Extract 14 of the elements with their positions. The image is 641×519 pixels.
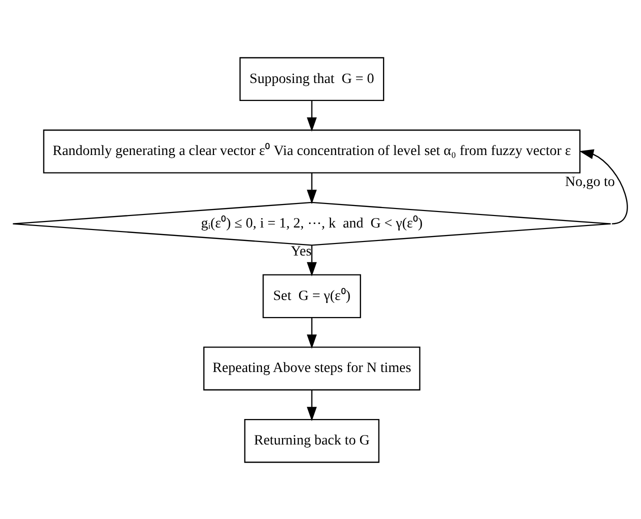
arrow [306,389,317,421]
node-box: Supposing that G = 0 [239,56,384,101]
arrow [306,244,317,276]
arrow [306,100,317,132]
node-box: Returning back to G [244,418,380,462]
arrow [306,317,317,348]
node-diamond: gᵢ(ε⁰) ≤ 0, i = 1, 2, ⋯, k and G < γ(ε⁰) [12,201,612,246]
arrow [306,172,317,204]
node-box: Randomly generating a clear vector ε⁰ Via concentration of level set α₀ from fuzzy vector ε [43,129,580,173]
edge-label: Yes [290,242,312,259]
arrow [579,148,628,224]
node-box: Repeating Above steps for N times [203,346,420,390]
node-box: Set G = γ(ε⁰) [262,274,362,318]
edge-label: No,go to [565,173,615,190]
